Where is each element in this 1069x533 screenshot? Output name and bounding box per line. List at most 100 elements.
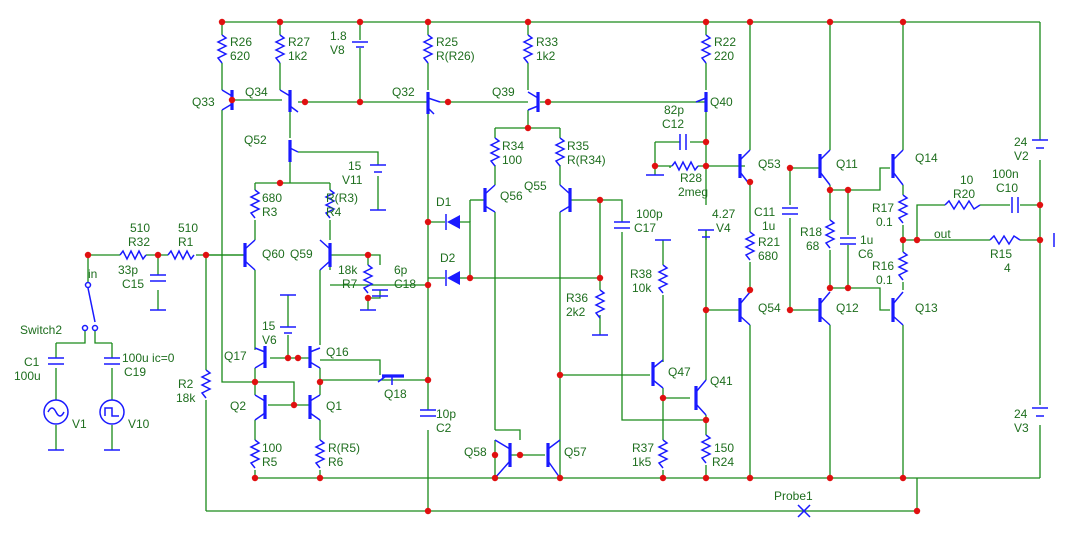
in-net-label: in bbox=[88, 267, 97, 281]
switch2-symbol bbox=[81, 281, 99, 332]
probe1-marker bbox=[797, 504, 811, 518]
r4-value: R(R3) bbox=[326, 191, 358, 205]
r3-ref: R3 bbox=[262, 205, 278, 219]
r28-value: 2meg bbox=[678, 185, 708, 199]
r37-ref: R37 bbox=[632, 441, 654, 455]
c17-ref: C17 bbox=[634, 221, 656, 235]
q34-label: Q34 bbox=[245, 85, 268, 99]
v8-ref: V8 bbox=[330, 43, 345, 57]
r7-value: 18k bbox=[338, 263, 358, 277]
r15-body bbox=[989, 234, 1021, 246]
q56-label: Q56 bbox=[500, 189, 523, 203]
wires bbox=[55, 21, 1041, 512]
r6-value: R(R5) bbox=[328, 441, 360, 455]
q11-label: Q11 bbox=[836, 157, 858, 171]
r32-body bbox=[119, 249, 147, 261]
r33-body bbox=[522, 34, 534, 64]
r37-body bbox=[657, 439, 669, 469]
q12-label: Q12 bbox=[836, 301, 859, 315]
r24-body bbox=[700, 434, 712, 464]
q33-label: Q33 bbox=[192, 95, 215, 109]
r34-body bbox=[489, 137, 501, 167]
r25-body bbox=[422, 34, 434, 64]
v4-value: 4.27 bbox=[712, 207, 736, 221]
r6-ref: R6 bbox=[328, 455, 344, 469]
r16-body bbox=[897, 251, 909, 281]
c12-body bbox=[679, 134, 687, 150]
c2-body bbox=[420, 409, 436, 417]
ac-sources bbox=[43, 399, 125, 425]
q18-label: Q18 bbox=[384, 387, 407, 401]
r18-value: 68 bbox=[806, 239, 820, 253]
d1-body bbox=[447, 215, 460, 229]
q17-label: Q17 bbox=[224, 349, 247, 363]
v8-value: 1.8 bbox=[330, 29, 347, 43]
r36-ref: R36 bbox=[566, 291, 588, 305]
r2-value: 18k bbox=[176, 391, 196, 405]
c18-ref: C18 bbox=[394, 277, 416, 291]
c6-value: 1u bbox=[860, 233, 873, 247]
r4-body bbox=[324, 189, 336, 219]
r38-body bbox=[657, 264, 669, 294]
r32-ref: R32 bbox=[128, 235, 150, 249]
v11-value: 15 bbox=[348, 159, 362, 173]
q1-label: Q1 bbox=[326, 399, 342, 413]
v2-value: 24 bbox=[1014, 135, 1028, 149]
r17-body bbox=[897, 194, 909, 224]
v3-ref: V3 bbox=[1014, 421, 1029, 435]
q47-label: Q47 bbox=[668, 365, 691, 379]
r28-ref: R28 bbox=[680, 171, 702, 185]
c15-ref: C15 bbox=[122, 277, 144, 291]
r3-value: 680 bbox=[262, 191, 282, 205]
r20-ref: R20 bbox=[953, 187, 975, 201]
r18-ref: R18 bbox=[800, 225, 822, 239]
r25-ref: R25 bbox=[436, 35, 458, 49]
q55-label: Q55 bbox=[524, 179, 547, 193]
c17-value: 100p bbox=[636, 207, 663, 221]
c15-body bbox=[150, 274, 166, 282]
r35-value: R(R34) bbox=[567, 153, 606, 167]
q2-label: Q2 bbox=[230, 399, 246, 413]
v6-value: 15 bbox=[262, 319, 276, 333]
r27-value: 1k2 bbox=[288, 49, 308, 63]
probe1-label: Probe1 bbox=[774, 489, 813, 503]
r34-value: 100 bbox=[502, 153, 522, 167]
q14-label: Q14 bbox=[915, 151, 938, 165]
r21-ref: R21 bbox=[758, 235, 780, 249]
resistors bbox=[119, 34, 1021, 469]
r20-value: 10 bbox=[960, 173, 974, 187]
q32-label: Q32 bbox=[392, 85, 415, 99]
r28-body bbox=[671, 160, 699, 172]
c19-value: 100u ic=0 bbox=[122, 351, 175, 365]
c2-value: 10p bbox=[436, 407, 456, 421]
r33-value: 1k2 bbox=[536, 49, 556, 63]
c18-value: 6p bbox=[394, 263, 408, 277]
c19-ref: C19 bbox=[124, 365, 146, 379]
v11-ref: V11 bbox=[342, 173, 363, 187]
r3-body bbox=[249, 189, 261, 219]
r27-body bbox=[274, 34, 286, 64]
r17-ref: R17 bbox=[872, 201, 894, 215]
d2-body bbox=[447, 271, 460, 285]
r33-ref: R33 bbox=[536, 35, 558, 49]
transistors bbox=[221, 89, 904, 479]
r27-ref: R27 bbox=[288, 35, 310, 49]
r16-value: 0.1 bbox=[876, 273, 893, 287]
v10-body bbox=[99, 399, 125, 425]
r38-ref: R38 bbox=[630, 267, 652, 281]
c17-body bbox=[614, 221, 630, 229]
r5-ref: R5 bbox=[262, 455, 278, 469]
c11-body bbox=[782, 207, 798, 215]
q41-label: Q41 bbox=[710, 374, 733, 388]
q39-label: Q39 bbox=[492, 85, 515, 99]
r24-value: 150 bbox=[714, 441, 734, 455]
out-net-label: out bbox=[934, 227, 951, 241]
r7-body bbox=[362, 264, 374, 294]
r1-body bbox=[167, 249, 195, 261]
c1-ref: C1 bbox=[24, 355, 40, 369]
r25-value: R(R26) bbox=[436, 49, 475, 63]
q60-label: Q60 bbox=[262, 247, 285, 261]
v10-label: V10 bbox=[128, 417, 150, 431]
c2-ref: C2 bbox=[436, 421, 452, 435]
r1-value: 510 bbox=[178, 221, 198, 235]
